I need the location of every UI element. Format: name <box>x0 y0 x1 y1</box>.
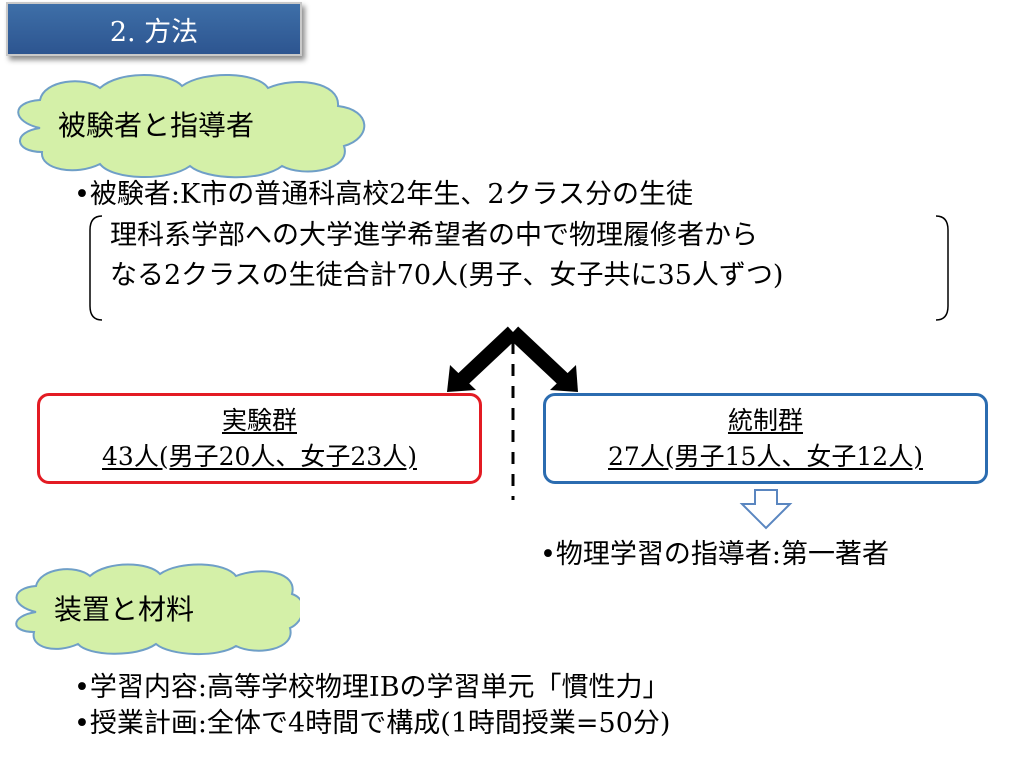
experimental-group-count: 43人(男子20人、女子23人) <box>102 441 417 471</box>
subjects-detail-line2: なる2クラスの生徒合計70人(男子、女子共に35人ずつ) <box>110 260 784 291</box>
arrow-left-head <box>447 365 476 392</box>
materials-plan-line: •授業計画:全体で4時間で構成(1時間授業=50分) <box>74 708 671 739</box>
materials-heading-cloud: 装置と材料 <box>0 558 300 658</box>
subjects-detail-line1: 理科系学部への大学進学希望者の中で物理履修者から <box>110 220 758 251</box>
subjects-heading-cloud: 被験者と指導者 <box>0 66 380 182</box>
down-arrow-icon <box>739 489 793 530</box>
arrow-left-shaft <box>456 326 519 386</box>
control-group-count: 27人(男子15人、女子12人) <box>608 441 923 471</box>
materials-content-line: •学習内容:高等学校物理ⅠBの学習単元「慣性力」 <box>74 672 670 703</box>
control-group-title: 統制群 <box>727 405 803 435</box>
experimental-group-title: 実験群 <box>221 405 297 435</box>
arrow-right-shaft <box>507 326 570 386</box>
cloud-shape <box>15 563 300 655</box>
cloud-shape <box>17 73 366 179</box>
subjects-heading: 被験者と指導者 <box>58 109 255 142</box>
arrow-right-head <box>550 365 578 392</box>
branch-arrows <box>447 326 578 500</box>
experimental-group-box: 実験群 43人(男子20人、女子23人) <box>37 393 482 484</box>
control-group-box: 統制群 27人(男子15人、女子12人) <box>543 393 988 484</box>
instructor-line: •物理学習の指導者:第一著者 <box>540 539 890 570</box>
subjects-line: •被験者:K市の普通科高校2年生、2クラス分の生徒 <box>74 179 694 210</box>
section-title: 2. 方法 <box>109 16 199 48</box>
bracket-right <box>935 215 949 321</box>
bracket-left <box>89 215 103 321</box>
section-title-tab: 2. 方法 <box>6 2 302 56</box>
materials-heading: 装置と材料 <box>54 593 195 626</box>
